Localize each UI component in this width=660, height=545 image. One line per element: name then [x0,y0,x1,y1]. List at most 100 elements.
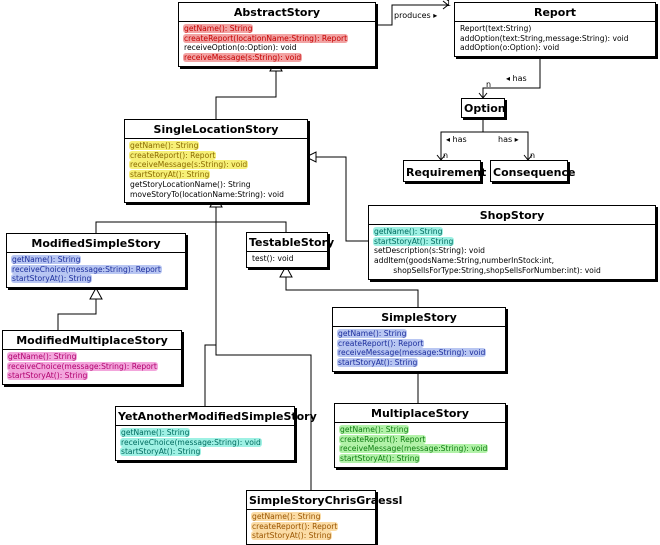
method: receiveOption(o:Option): void [184,43,297,53]
yet-another-inherits-line [204,207,217,406]
method-list: getName(): String createReport(): Report… [333,327,505,371]
method-list: getName(): String startStoryAt(): String… [369,225,655,279]
class-simple-story-chris-graessl[interactable]: SimpleStoryChrisGraessl getName(): Strin… [246,490,402,545]
option-requirement-association-line [440,117,484,160]
class-name: ModifiedSimpleStory [7,234,185,253]
class-name: Requirement [406,166,487,179]
class-testable-story[interactable]: TestableStory test(): void [246,232,334,268]
method: startStoryAt(): String [120,447,202,457]
produces-arrowhead [442,0,449,10]
method: getName(): String [337,329,408,338]
class-name: MultiplaceStory [335,404,505,423]
testable-inherits-line [216,221,287,232]
chris-graessl-inherits-line [215,345,312,490]
method: createReport(): Report [339,434,427,444]
method: startStoryAt(): String [129,170,211,180]
produces-association-line [378,4,448,26]
class-multiplace-story[interactable]: MultiplaceStory getName(): String create… [334,403,506,468]
simple-story-inherits-line [285,276,419,307]
report-option-multiplicity: n [486,80,492,89]
option-requirement-label: ◂ has [446,135,467,144]
method-list: getName(): String createReport(): Report… [125,139,307,202]
option-consequence-multiplicity: n [530,151,536,160]
modified-simple-inherits-line [95,207,217,233]
class-name: SingleLocationStory [125,120,307,139]
method: receiveMessage(message:String): void [337,348,487,358]
method-list: Report(text:String) addOption(text:Strin… [455,22,655,56]
method: startStoryAt(): String [251,531,333,541]
method: getName(): String [339,425,410,434]
single-location-inherits-line [215,71,277,119]
method: getStoryLocationName(): String [130,179,251,189]
method: getName(): String [373,227,444,236]
method: createReport(): Report [251,521,339,531]
modified-simple-generalization-triangle [89,286,103,300]
method-list: getName(): String createReport(): Report… [247,510,375,544]
shop-story-inherits-line [316,156,368,242]
option-requirement-multiplicity: n [443,151,449,160]
method: getName(): String [183,24,254,33]
method: startStoryAt(): String [373,236,455,246]
method: Report(text:String) [460,24,532,33]
option-consequence-association-line [483,131,529,160]
method: getName(): String [129,141,200,150]
method-list: getName(): String receiveChoice(message:… [3,350,181,384]
method: receiveMessage(s:String): void [129,160,249,170]
modified-multiplace-inherits-line [57,299,97,330]
class-abstract-story[interactable]: AbstractStory getName(): String createRe… [178,2,376,67]
method: receiveChoice(message:String): Report [7,361,158,371]
method: getName(): String [120,428,191,437]
method: receiveMessage(message:String): void [339,444,489,454]
report-option-association-line [482,57,541,98]
class-requirement[interactable]: Requirement [403,160,487,182]
method: addItem(goodsName:String,numberInStock:i… [374,256,555,266]
class-modified-multiplace-story[interactable]: ModifiedMultiplaceStory getName(): Strin… [2,330,182,386]
method-list: getName(): String receiveChoice(message:… [116,426,294,460]
class-yet-another-modified-simple-story[interactable]: YetAnotherModifiedSimpleStory getName():… [115,406,317,462]
class-name: Report [455,3,655,22]
testable-generalization-triangle [279,264,293,278]
method: getName(): String [11,255,82,264]
method: moveStoryTo(locationName:String): void [130,189,284,199]
method-list: test(): void [247,252,327,267]
method-list: getName(): String createReport(locationN… [179,22,375,66]
method: createReport(): Report [337,338,425,348]
method: receiveChoice(message:String): void [120,437,262,447]
class-simple-story[interactable]: SimpleStory getName(): String createRepo… [332,307,506,372]
option-consequence-label: has ▸ [498,135,519,144]
method: createReport(locationName:String): Repor… [183,33,349,43]
class-option[interactable]: Option [461,98,506,118]
method: shopSellsForType:String,shopSellsForNumb… [374,265,601,275]
method: test(): void [252,254,294,263]
method-list: getName(): String createReport(): Report… [335,423,505,467]
method: startStoryAt(): String [11,274,93,284]
class-name: Consequence [493,166,576,179]
class-shop-story[interactable]: ShopStory getName(): String startStoryAt… [368,205,656,280]
method: receiveMessage(s:String): void [183,53,303,63]
method: createReport(): Report [129,150,217,160]
class-modified-simple-story[interactable]: ModifiedSimpleStory getName(): String re… [6,233,186,289]
class-report[interactable]: Report Report(text:String) addOption(tex… [454,2,656,58]
method: setDescription(s:String): void [374,246,485,256]
class-name: ShopStory [369,206,655,225]
method: getName(): String [7,352,78,361]
class-name: TestableStory [247,233,334,252]
method: startStoryAt(): String [339,454,421,464]
method: receiveChoice(message:String): Report [11,264,162,274]
class-name: AbstractStory [179,3,375,22]
report-option-label: ◂ has [506,74,527,83]
class-single-location-story[interactable]: SingleLocationStory getName(): String cr… [124,119,308,204]
produces-multiplicity: 1 [446,0,452,8]
method: addOption(text:String,message:String): v… [460,33,629,43]
class-name: ModifiedMultiplaceStory [3,331,181,350]
class-name: YetAnotherModifiedSimpleStory [116,407,317,426]
method: startStoryAt(): String [337,358,419,368]
method-list: getName(): String receiveChoice(message:… [7,253,185,287]
class-consequence[interactable]: Consequence [490,160,576,182]
class-name: SimpleStory [333,308,505,327]
method: addOption(o:Option): void [460,43,560,53]
single-location-side-generalization-triangle [304,151,317,163]
class-name: Option [464,102,506,115]
method: startStoryAt(): String [7,371,89,381]
